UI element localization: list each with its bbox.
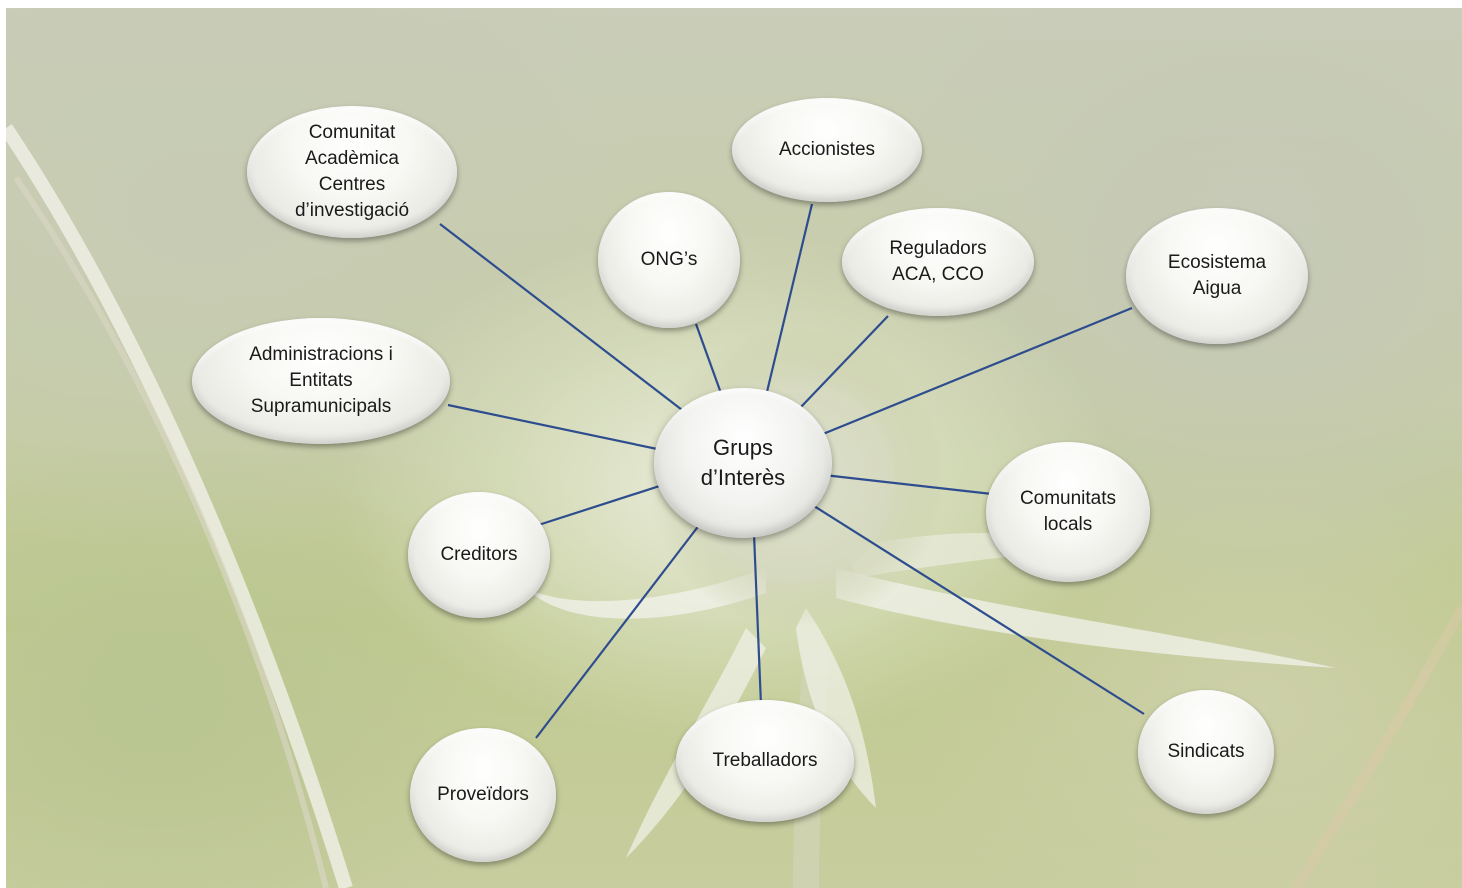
node-label: Sindicats [1167, 741, 1245, 762]
node-label: Comunitat Acadèmica Centres d’investigac… [294, 122, 410, 221]
node-label: Accionistes [778, 139, 876, 160]
connector-creditors [525, 480, 673, 531]
connector-ecosistema-aigua [817, 306, 1133, 438]
node-ecosistema-aigua: Ecosistema Aigua [1126, 208, 1308, 344]
node-administracions: Administracions i Entitats Supramunicipa… [192, 318, 450, 444]
connector-administracions [447, 403, 663, 452]
connector-accionistes [764, 203, 814, 397]
node-ongs: ONG’s [598, 192, 740, 328]
node-proveidors: Proveïdors [410, 728, 556, 862]
node-label: Treballadors [712, 750, 818, 771]
node-label: ONG’s [640, 249, 698, 270]
connector-reguladors [799, 315, 889, 409]
node-label: Comunitats locals [1019, 488, 1117, 535]
connector-comunitat-academica [439, 223, 687, 414]
node-sindicats: Sindicats [1138, 690, 1274, 814]
node-creditors: Creditors [408, 492, 550, 618]
node-label: Reguladors ACA, CCO [889, 238, 987, 285]
connector-comunitats-locals [823, 473, 993, 496]
connector-ongs [694, 323, 724, 397]
connector-sindicats [813, 505, 1145, 715]
connector-proveidors [535, 523, 701, 739]
connector-lines [439, 203, 1145, 739]
node-label: Creditors [440, 544, 518, 565]
center-label: Grups d’Interès [700, 435, 786, 490]
connector-treballadors [752, 533, 763, 706]
node-label: Administracions i Entitats Supramunicipa… [249, 344, 393, 417]
node-label: Proveïdors [437, 784, 529, 805]
diagram-canvas: Comunitat Acadèmica Centres d’investigac… [6, 8, 1462, 888]
node-accionistes: Accionistes [732, 98, 922, 202]
node-reguladors: Reguladors ACA, CCO [842, 208, 1034, 316]
node-grups-interes: Grups d’Interès [654, 388, 832, 538]
node-label: Ecosistema Aigua [1167, 252, 1267, 299]
node-comunitat-academica: Comunitat Acadèmica Centres d’investigac… [247, 106, 457, 238]
node-comunitats-locals: Comunitats locals [986, 442, 1150, 582]
node-treballadors: Treballadors [676, 700, 854, 822]
